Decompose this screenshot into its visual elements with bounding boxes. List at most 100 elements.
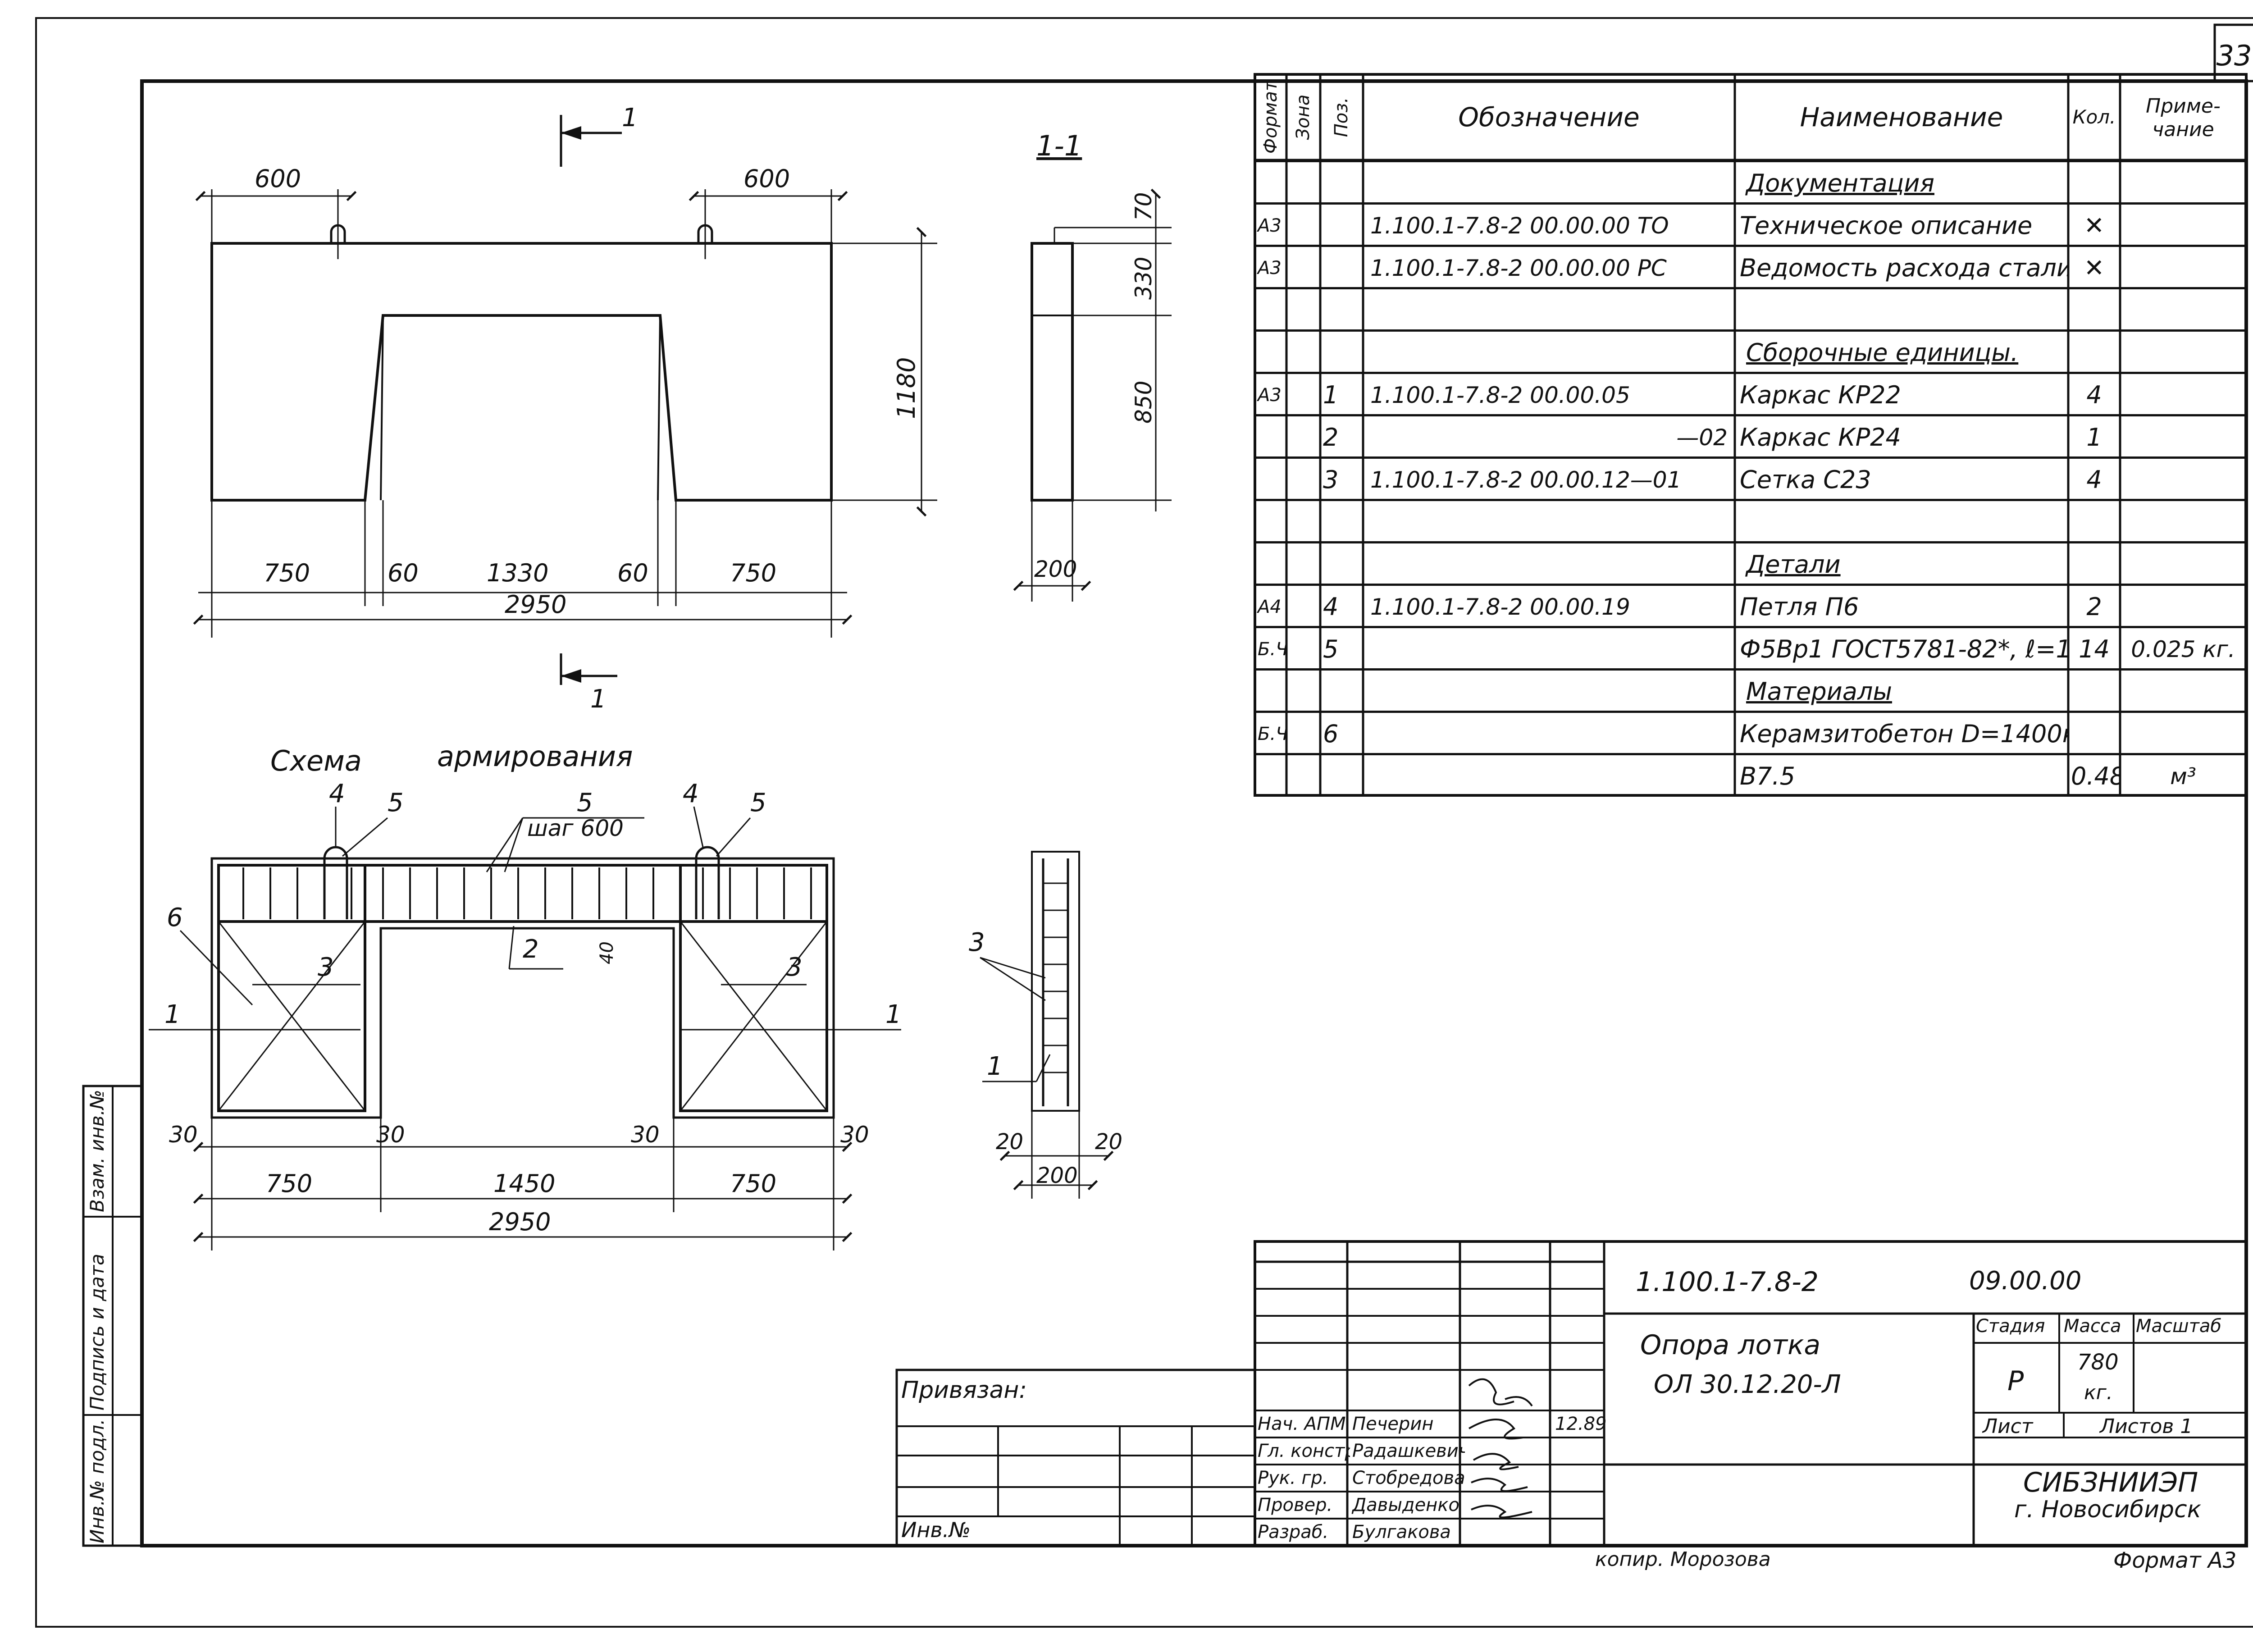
spec-row [1255,287,2246,329]
spec-row: Детали [1255,541,2246,584]
spec-cell-designation [1368,162,1730,205]
spec-cell-designation [1368,755,1730,798]
reinforcement-side: 3 1 20 20 200 [969,851,1122,1199]
spec-cell-qty [2068,543,2120,586]
spec-cell-format [1255,289,1286,332]
spec-cell-note [2122,374,2244,416]
rdim-30c: 30 [631,1122,660,1148]
side-stamp: Инв.№ подл. Подпись и дата Взам. инв.№ [82,1085,143,1547]
spec-cell-designation [1368,289,1730,332]
spec-cell-format [1255,162,1286,205]
spec-row: А3 1.100.1-7.8-2 00.00.00 РС Ведомость рас… [1255,245,2246,287]
spec-cell-format [1255,671,1286,713]
spec-cell-pos [1320,332,1363,374]
spec-cell-designation [1368,628,1730,671]
spec-cell-pos: 4 [1323,593,1339,621]
spec-cell-pos [1320,289,1363,332]
side-dim-20b: 20 [1095,1129,1122,1155]
spec-cell-format [1255,755,1286,798]
spec-cell-name: Материалы [1746,677,1892,706]
spec-cell-name: Каркас КР22 [1740,381,1901,409]
spec-row: Сборочные единицы. [1255,329,2246,372]
dim-top-left: 600 [255,164,301,193]
spec-cell-qty [2068,162,2120,205]
spec-cell-note: 0.025 кг. [2131,636,2235,662]
callout-4b: 4 [683,779,699,808]
spec-cell-qty: 4 [2086,465,2102,494]
spec-cell-qty: 0.48 [2071,762,2120,790]
callout-5a: 5 [388,788,404,817]
spec-cell-designation [1368,713,1730,755]
callout-4a: 4 [329,779,345,808]
sec-dim-200: 200 [1034,556,1077,582]
spec-cell-qty: ✕ [2084,254,2105,282]
scheme-title-right: армирования [437,740,633,773]
rdim-total: 2950 [489,1208,551,1236]
hdr-zone: Зона [1293,94,1313,140]
spec-cell-name: В7.5 [1740,762,1795,790]
spec-cell-designation: —02 [1676,424,1728,451]
rdim-30a: 30 [169,1122,198,1148]
spec-cell-format: Б.Ч. [1258,639,1286,660]
spec-cell-designation: 1.100.1-7.8-2 00.00.05 [1370,382,1630,408]
spec-cell-designation: 1.100.1-7.8-2 00.00.00 РС [1370,255,1667,281]
section-marker-top: 1 [622,103,638,132]
spec-cell-qty: 4 [2086,381,2102,409]
spec-row: Документация [1255,160,2246,202]
rdim-30d: 30 [840,1122,869,1148]
spec-cell-format [1255,332,1286,374]
sec-dim-850: 850 [1131,381,1157,424]
signature-radashkevich [1469,1419,1523,1440]
spec-cell-name: Техническое описание [1740,211,2033,240]
spec-cell-name: Детали [1746,550,1841,579]
signature-pecherin [1468,1378,1533,1407]
spec-cell-format [1255,543,1286,586]
dim-b1: 750 [264,559,310,587]
front-view: 1 1 600 600 1180 750 60 1330 60 750 2950 [193,103,937,714]
spec-cell-note [2122,586,2244,628]
sec-dim-70: 70 [1131,192,1157,221]
spec-cell-pos: 3 [1323,465,1339,494]
side-dim-200: 200 [1036,1163,1078,1188]
spec-cell-designation [1368,671,1730,713]
spec-cell-pos [1320,205,1363,247]
section-view: 1-1 70 330 850 200 [1013,129,1172,602]
spec-cell-pos: 2 [1323,423,1339,452]
dim-height: 1180 [892,357,921,419]
spec-row [1255,499,2246,541]
section-marker-bottom: 1 [590,685,607,714]
side-callout-1: 1 [987,1052,1003,1081]
callout-3a: 3 [318,953,334,982]
side-callout-3: 3 [969,928,985,957]
spec-cell-note [2122,289,2244,332]
callout-5c: 5 [750,788,766,817]
spec-cell-name: Ф5Вр1 ГОСТ5781-82*, ℓ=180 [1740,635,2068,663]
spec-cell-format [1255,501,1286,543]
callout-1b: 1 [885,1000,902,1029]
outer-frame [35,17,2253,1628]
spec-cell-name [1737,289,2068,332]
sec-dim-330: 330 [1131,257,1157,300]
spec-cell-pos [1320,755,1363,798]
hdr-note: Приме-чание [2146,95,2221,141]
spec-cell-note [2122,332,2244,374]
section-title: 1-1 [1036,129,1082,162]
spec-cell-name: Сборочные единицы. [1746,338,2019,367]
title-block-grid [895,1240,2248,1547]
spec-cell-note [2122,205,2244,247]
spec-cell-format: А3 [1258,258,1282,278]
spec-cell-name: Ведомость расхода стали. [1740,254,2068,282]
spec-cell-format: Б.Ч. [1258,724,1286,744]
signature-bulgakova [1471,1505,1532,1519]
spec-cell-name: Петля П6 [1740,593,1859,621]
spec-cell-note [2122,162,2244,205]
spec-cell-qty [2068,332,2120,374]
side-stamp-sign: Подпись и дата [86,1254,108,1410]
